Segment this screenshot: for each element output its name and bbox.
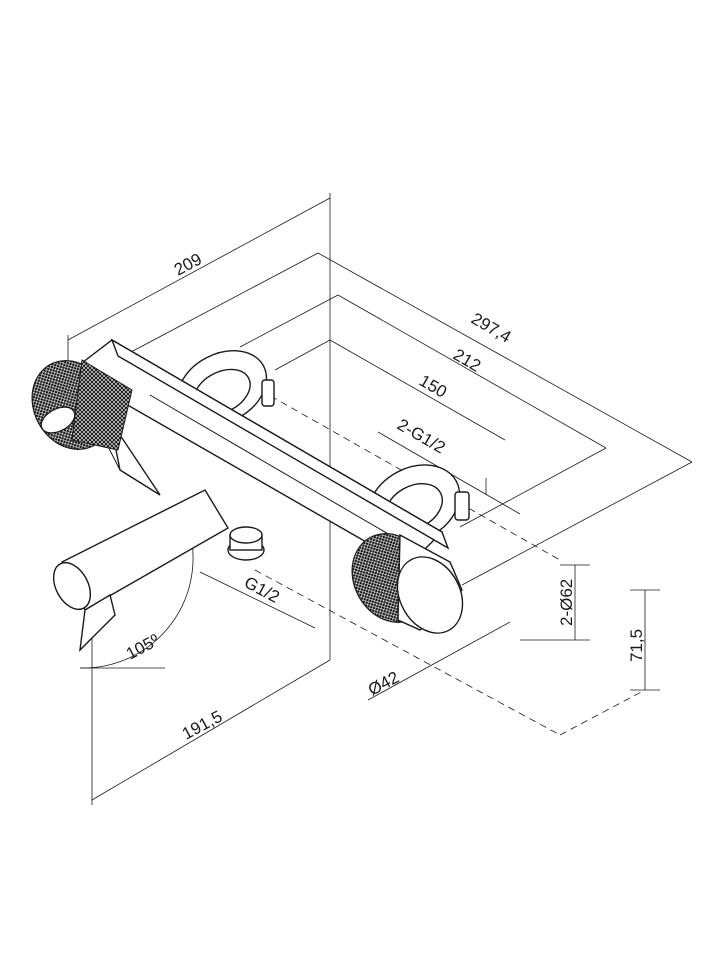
- dim-handle-dia: Ø42: [365, 668, 402, 700]
- dim-height: 71,5: [627, 629, 646, 662]
- dim-angle: 105º: [123, 631, 162, 664]
- dim-209: 209: [171, 249, 205, 279]
- faucet-body: [31, 338, 470, 652]
- dimension-labels: 209 297,4 212 150 2-G1/2 2-Ø62 71,5 G1/2…: [123, 249, 646, 743]
- dim-212: 212: [450, 345, 484, 376]
- dim-150: 150: [416, 371, 450, 402]
- dim-eccentric-dia: 2-Ø62: [557, 579, 576, 626]
- dim-thread-inlets: 2-G1/2: [394, 415, 449, 457]
- dim-191: 191,5: [179, 707, 225, 744]
